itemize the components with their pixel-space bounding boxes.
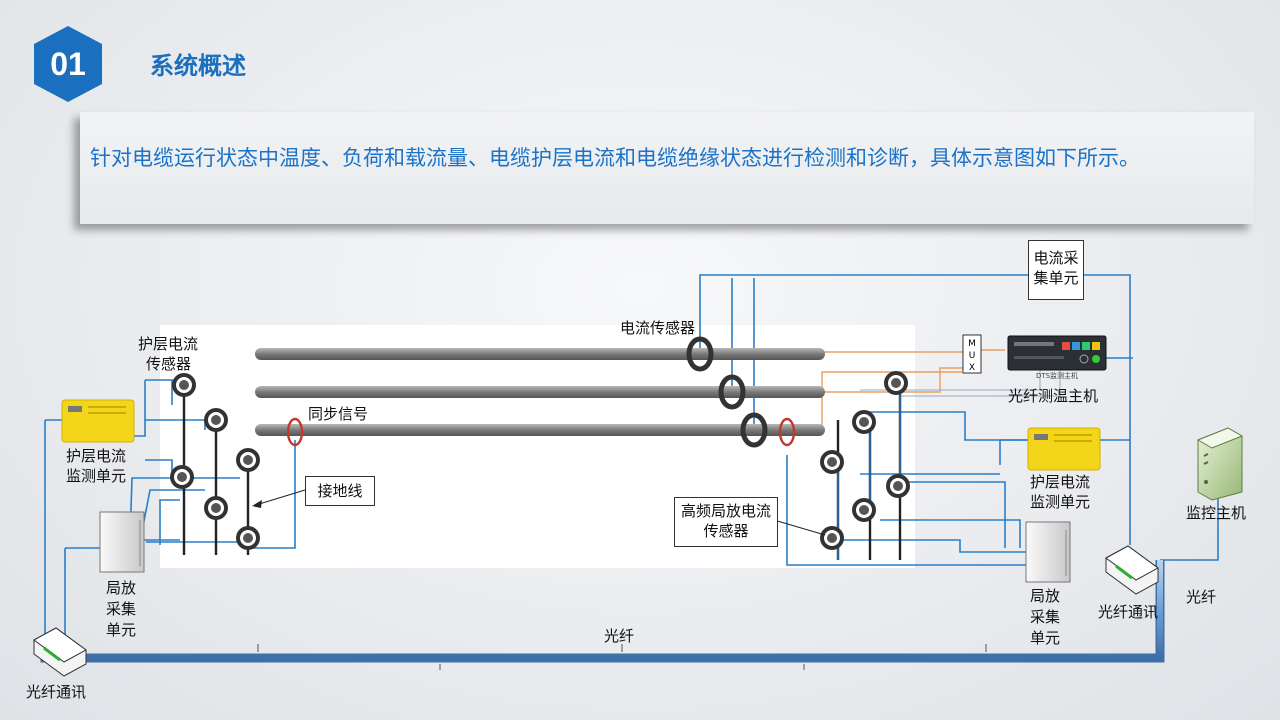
fiber-bottom-label: 光纤 bbox=[604, 627, 635, 645]
mux-letter: U bbox=[969, 351, 976, 361]
sheath-sensor-label-line2: 传感器 bbox=[146, 355, 192, 373]
sync-ring-right bbox=[778, 417, 796, 447]
left-pd-unit-line2: 采集 bbox=[106, 600, 137, 618]
monitor-host-computer bbox=[1196, 427, 1244, 501]
cable-2 bbox=[255, 386, 825, 398]
hf-pd-sensor-label-line2: 传感器 bbox=[703, 522, 749, 540]
section-number-badge: 01 bbox=[32, 24, 104, 104]
left-sheath-monitor-line2: 监测单元 bbox=[66, 467, 127, 485]
left-pd-unit-line3: 单元 bbox=[106, 621, 137, 639]
fiber-comm-left-label: 光纤通讯 bbox=[26, 683, 87, 701]
fiber-backbone bbox=[42, 560, 1163, 661]
left-sheath-monitor-line1: 护层电流 bbox=[66, 447, 127, 465]
current-acq-unit-line1: 电流采 bbox=[1033, 249, 1079, 267]
section-number: 01 bbox=[50, 45, 86, 82]
dts-panel-label: DTS监测主机 bbox=[1036, 371, 1078, 380]
right-pd-cabinet bbox=[1025, 521, 1071, 583]
intro-text: 针对电缆运行状态中温度、负荷和载流量、电缆护层电流和电缆绝缘状态进行检测和诊断，… bbox=[90, 146, 1140, 170]
left-sheath-monitor-device bbox=[61, 399, 135, 443]
cable-1 bbox=[255, 348, 825, 360]
section-title: 系统概述 bbox=[150, 52, 246, 80]
mux-box bbox=[962, 334, 982, 374]
sync-ring-left bbox=[286, 417, 304, 447]
cable-3 bbox=[255, 424, 825, 436]
sheath-sensor-label-line1: 护层电流 bbox=[138, 335, 199, 353]
right-sheath-monitor-line2: 监测单元 bbox=[1030, 493, 1091, 511]
dts-host-device bbox=[1007, 335, 1107, 371]
right-pd-unit-line3: 单元 bbox=[1030, 629, 1061, 647]
sync-signal-label: 同步信号 bbox=[308, 405, 369, 423]
right-pd-unit-line1: 局放 bbox=[1030, 587, 1061, 605]
intro-banner bbox=[80, 112, 1254, 224]
right-sheath-monitor-line1: 护层电流 bbox=[1030, 473, 1091, 491]
dts-host-label: 光纤测温主机 bbox=[1008, 387, 1099, 405]
fiber-switch-left bbox=[33, 627, 87, 677]
current-sensors bbox=[686, 336, 768, 448]
fiber-comm-right-label: 光纤通讯 bbox=[1098, 603, 1159, 621]
mux-letter: X bbox=[969, 363, 975, 373]
mux-letter: M bbox=[968, 339, 976, 349]
fiber-backbone-outline bbox=[40, 560, 1165, 663]
cables bbox=[255, 348, 825, 436]
fiber-switch-right bbox=[1105, 545, 1159, 595]
dts-fiber-lines bbox=[821, 349, 1005, 430]
right-sheath-monitor-device bbox=[1027, 427, 1101, 471]
ground-wire-label: 接地线 bbox=[305, 476, 375, 506]
hf-pd-sensor-label-line1: 高频局放电流 bbox=[680, 502, 771, 520]
current-acq-unit-line2: 集单元 bbox=[1033, 269, 1079, 287]
fiber-right-label: 光纤 bbox=[1186, 588, 1217, 606]
left-pd-unit-line1: 局放 bbox=[106, 579, 137, 597]
left-pd-cabinet bbox=[99, 511, 145, 573]
right-pd-unit-line2: 采集 bbox=[1030, 608, 1061, 626]
hf-pd-sensor-label: 高频局放电流 传感器 bbox=[674, 497, 778, 547]
monitor-host-label: 监控主机 bbox=[1186, 504, 1247, 522]
cable-area bbox=[160, 325, 915, 568]
current-acq-unit-label: 电流采 集单元 bbox=[1028, 240, 1084, 300]
current-sensor-label: 电流传感器 bbox=[620, 319, 696, 337]
